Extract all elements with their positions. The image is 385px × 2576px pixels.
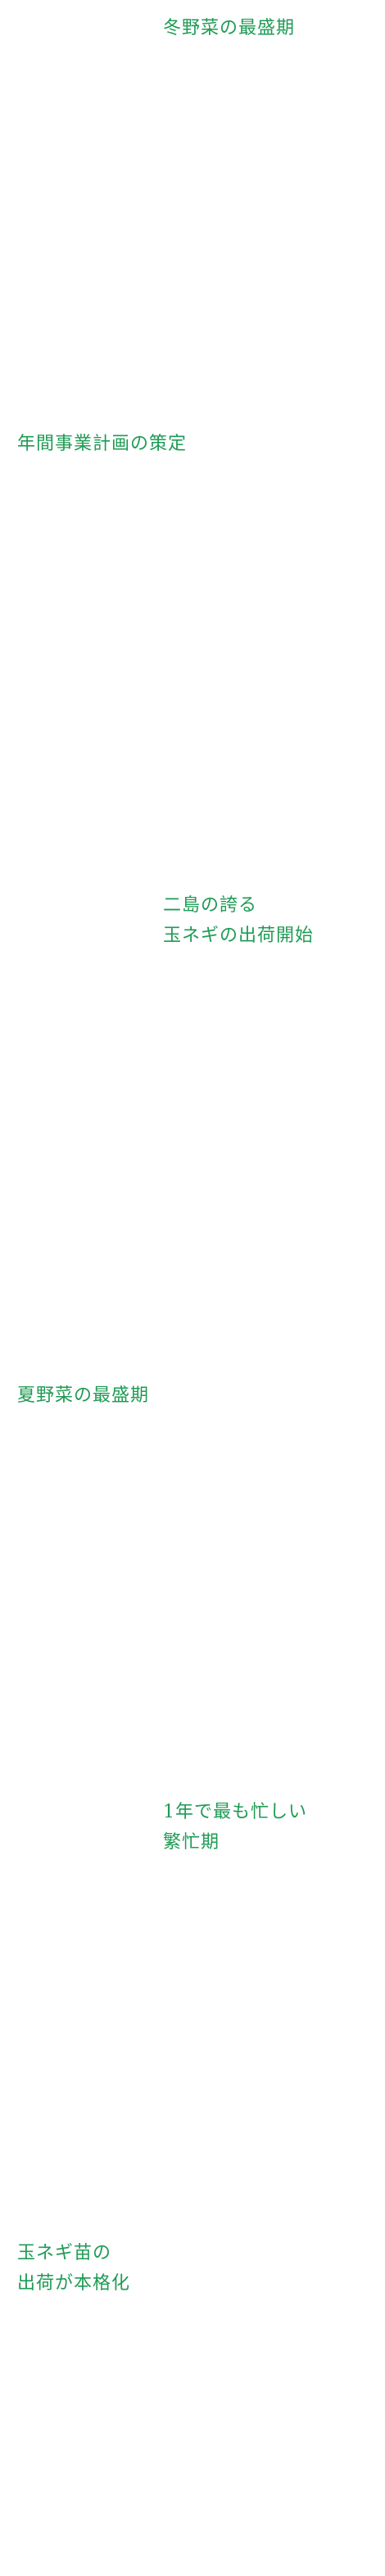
heading-line: 冬野菜の最盛期: [163, 18, 296, 38]
heading-line: 玉ネギの出荷開始: [163, 925, 315, 946]
section-heading-onion-shipping: 二島の誇る 玉ネギの出荷開始: [163, 890, 314, 951]
heading-line: 1年で最も忙しい: [163, 1802, 307, 1822]
section-heading-winter-vegetables: 冬野菜の最盛期: [163, 13, 295, 43]
heading-line: 二島の誇る: [163, 895, 258, 916]
heading-line: 夏野菜の最盛期: [17, 1385, 150, 1406]
heading-line: 繁忙期: [163, 1832, 220, 1853]
heading-line: 年間事業計画の策定: [17, 434, 188, 454]
section-heading-summer-vegetables: 夏野菜の最盛期: [17, 1380, 149, 1411]
heading-line: 出荷が本格化: [17, 2273, 131, 2294]
heading-line: 玉ネギ苗の: [17, 2243, 112, 2263]
section-heading-onion-seedlings: 玉ネギ苗の 出荷が本格化: [17, 2238, 130, 2299]
section-heading-busiest-season: 1年で最も忙しい 繁忙期: [163, 1797, 307, 1858]
section-heading-annual-plan: 年間事業計画の策定: [17, 429, 187, 459]
